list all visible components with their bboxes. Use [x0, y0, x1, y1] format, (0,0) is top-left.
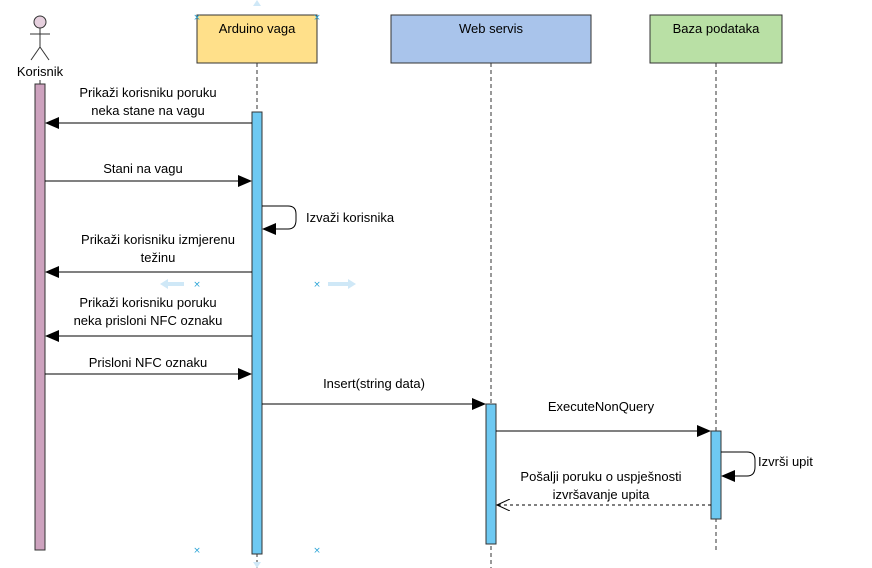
actor-leg-left [30, 46, 41, 61]
message-label-line-2: težinu [141, 250, 176, 265]
message-arrow [721, 451, 756, 482]
actor-activation-bar [34, 83, 46, 551]
selection-handle: × [193, 13, 201, 23]
message-label-line-1: ExecuteNonQuery [548, 399, 655, 414]
actor-leg-right [39, 46, 50, 61]
selection-handle: × [313, 280, 321, 290]
message-prikazi-poruku-stane: Prikaži korisniku poruku neka stane na v… [45, 85, 252, 129]
message-label-line-1: Prisloni NFC oznaku [89, 355, 208, 370]
participant-label: Baza podataka [673, 21, 761, 36]
resize-arrow-left-icon [160, 279, 184, 289]
participant-label: Arduino vaga [219, 21, 296, 36]
selection-handle: × [193, 546, 201, 556]
message-posalji-poruku: Pošalji poruku o uspješnosti izvršavanje… [497, 469, 711, 505]
participant-box [649, 14, 783, 64]
actor-head [33, 15, 47, 29]
selection-markers: × × × × × × [160, 0, 356, 568]
message-stani-na-vagu: Stani na vagu [45, 161, 252, 187]
selection-handle: × [193, 280, 201, 290]
message-label-line-1: Pošalji poruku o uspješnosti [520, 469, 681, 484]
message-label-line-1: Stani na vagu [103, 161, 183, 176]
message-prikazi-poruku-nfc: Prikaži korisniku poruku neka prisloni N… [45, 295, 252, 342]
message-label-line-1: Prikaži korisniku izmjerenu [81, 232, 235, 247]
participant-baza-podataka: Baza podataka [649, 14, 783, 64]
activation-web-servis [485, 403, 497, 545]
message-insert: Insert(string data) [262, 376, 486, 410]
resize-arrow-up-icon [253, 0, 261, 6]
message-izvrsi-upit: Izvrši upit [721, 451, 813, 482]
message-label-line-2: izvršavanje upita [553, 487, 651, 502]
selection-handle: × [313, 13, 321, 23]
message-label-line-1: Insert(string data) [323, 376, 425, 391]
message-label-line-1: Prikaži korisniku poruku [79, 295, 216, 310]
actor-korisnik: Korisnik [17, 15, 64, 79]
participant-label: Web servis [459, 21, 524, 36]
participant-web-servis: Web servis [390, 14, 592, 64]
message-label-line-1: Prikaži korisniku poruku [79, 85, 216, 100]
resize-arrow-down-icon [253, 562, 261, 568]
message-prikazi-tezinu: Prikaži korisniku izmjerenu težinu [45, 232, 252, 278]
message-execute-non-query: ExecuteNonQuery [496, 399, 711, 437]
message-label-line-2: neka prisloni NFC oznaku [74, 313, 223, 328]
participant-arduino-vaga: Arduino vaga [196, 14, 318, 64]
message-izvazi-korisnika: Izvaži korisnika [262, 205, 395, 235]
selection-handle: × [313, 546, 321, 556]
message-label-line-1: Izvaži korisnika [306, 210, 395, 225]
resize-arrow-right-icon [328, 279, 356, 289]
actor-label: Korisnik [17, 64, 64, 79]
message-label-line-2: neka stane na vagu [91, 103, 204, 118]
message-arrow [262, 205, 297, 235]
participant-box [196, 14, 318, 64]
activation-arduino-vaga [251, 111, 263, 555]
message-prisloni-nfc: Prisloni NFC oznaku [45, 355, 252, 380]
activation-baza-podataka [710, 430, 722, 520]
message-label-line-1: Izvrši upit [758, 454, 813, 469]
